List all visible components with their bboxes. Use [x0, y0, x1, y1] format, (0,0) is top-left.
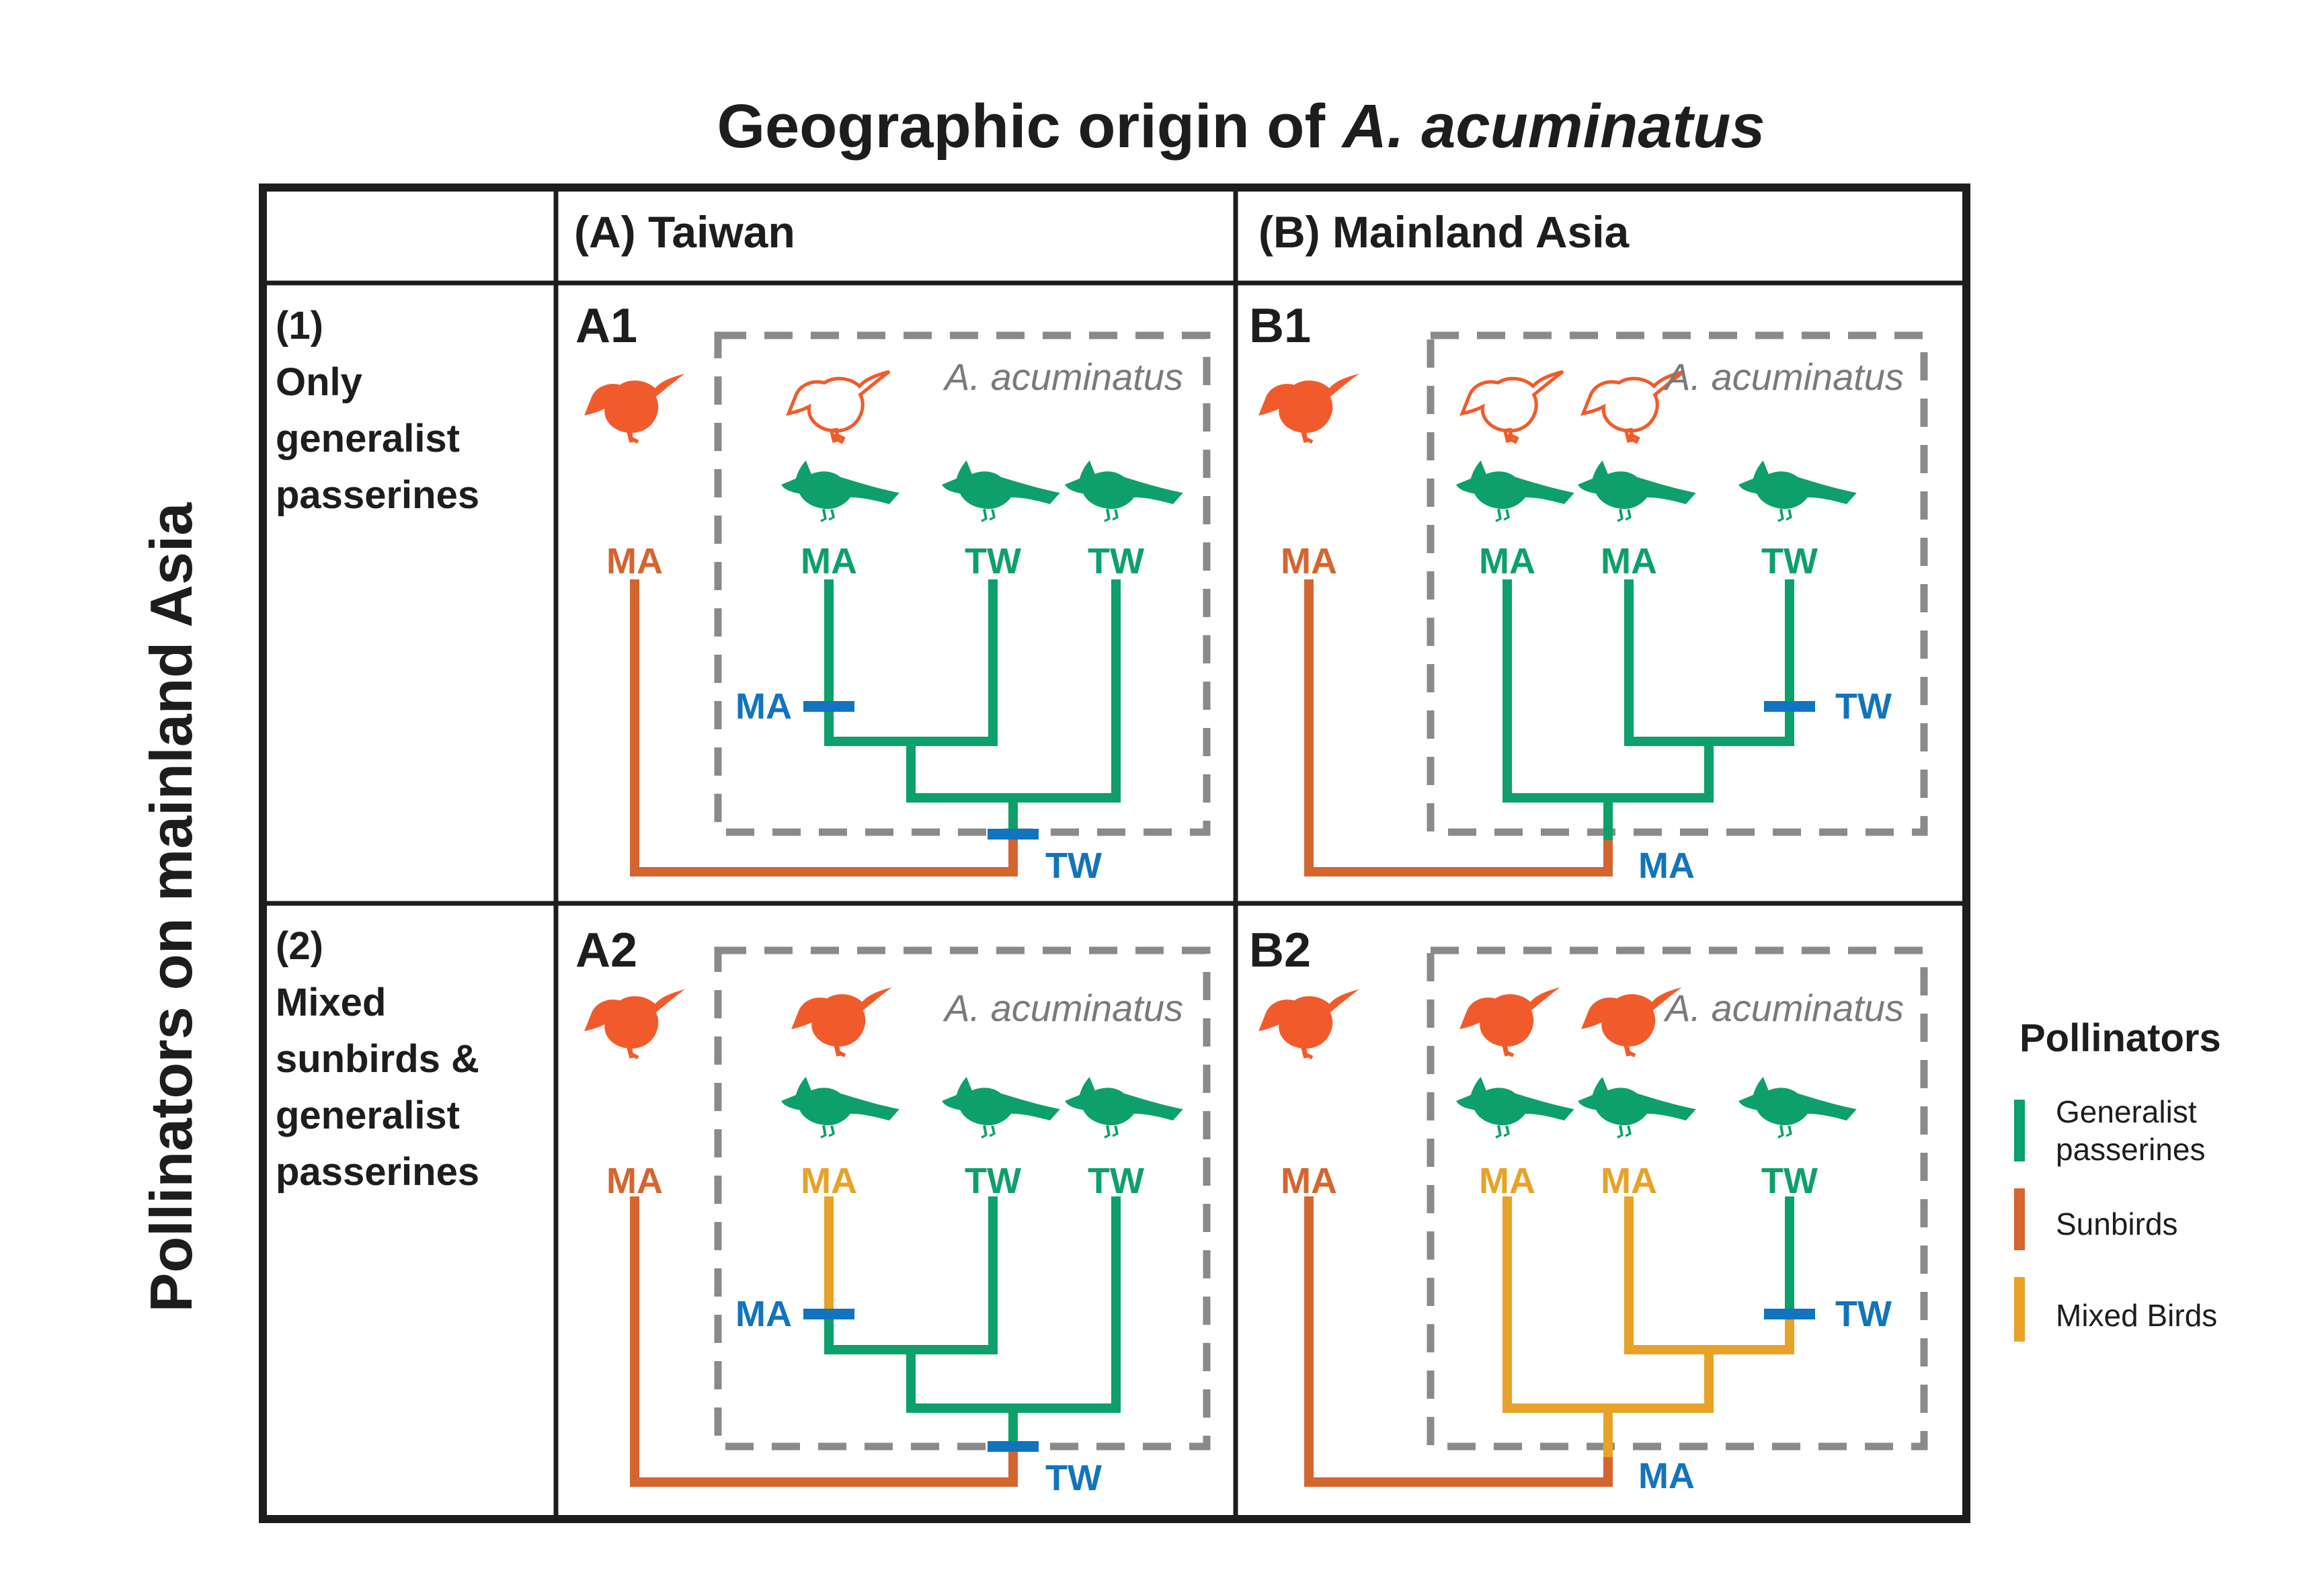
species-box-label: A. acuminatus: [1665, 987, 1904, 1029]
sunbird-icon: [584, 989, 685, 1060]
generalist-passerine-icon: [1456, 460, 1574, 522]
sunbird-icon: [1581, 987, 1682, 1058]
title-prefix: Geographic origin of: [717, 92, 1343, 161]
panel-label-A2: A2: [575, 924, 638, 977]
state-change-label: TW: [1045, 1458, 1102, 1498]
tip-label: MA: [1479, 1161, 1535, 1201]
sunbird-outline-icon: [785, 370, 891, 444]
species-dashed-box: [714, 946, 1211, 1451]
outgroup-tip-label: MA: [1281, 1161, 1337, 1201]
generalist-passerine-icon: [1578, 460, 1696, 522]
species-dashed-box: [1427, 946, 1928, 1451]
state-change-tick: [988, 829, 1039, 840]
table-border: [259, 183, 1970, 1523]
legend-title: Pollinators: [2019, 1016, 2221, 1060]
state-change-tick: [1764, 1309, 1815, 1319]
generalist-passerine-icon: [1065, 1077, 1183, 1139]
species-box-label: A. acuminatus: [945, 356, 1183, 398]
column-header-mainland-asia: (B) Mainland Asia: [1258, 207, 1630, 257]
tip-label: MA: [1601, 1161, 1657, 1201]
tip-label: MA: [801, 541, 857, 581]
row-label-line: sunbirds &: [276, 1037, 479, 1081]
row-label-1: (1) Only generalist passerines: [276, 298, 545, 524]
generalist-passerine-icon: [1738, 460, 1857, 522]
generalist-passerine-icon: [942, 1077, 1060, 1139]
sunbird-icon: [1258, 373, 1359, 444]
legend-swatch-mixed-birds: [2014, 1277, 2025, 1342]
state-change-label: MA: [735, 686, 792, 727]
state-change-label: MA: [1638, 846, 1695, 886]
tip-label: MA: [1479, 541, 1535, 581]
tip-label: TW: [965, 541, 1021, 581]
state-change-label: TW: [1835, 1294, 1892, 1334]
legend-swatch-generalist-passerines: [2014, 1100, 2025, 1161]
outgroup-tip-label: MA: [606, 1161, 663, 1201]
y-axis-label: Pollinators on mainland Asia: [138, 502, 204, 1313]
state-change-label: MA: [1638, 1456, 1695, 1496]
panel-label-B2: B2: [1249, 924, 1312, 977]
panel-label-B1: B1: [1249, 299, 1312, 353]
generalist-passerine-icon: [781, 1077, 899, 1139]
outgroup-tip-label: MA: [1281, 541, 1337, 581]
generalist-passerine-icon: [781, 460, 899, 522]
row-label-2: (2) Mixed sunbirds & generalist passerines: [276, 918, 545, 1200]
generalist-passerine-icon: [1456, 1077, 1574, 1139]
legend-swatch-sunbirds: [2014, 1188, 2025, 1250]
sunbird-icon: [791, 987, 892, 1058]
sunbird-icon: [1258, 989, 1359, 1060]
tip-label: TW: [1761, 541, 1818, 581]
row-label-line: generalist: [276, 417, 460, 460]
generalist-passerine-icon: [942, 460, 1060, 522]
tip-label: TW: [1088, 541, 1144, 581]
row-label-line: passerines: [276, 473, 480, 517]
sunbird-icon: [1459, 987, 1560, 1058]
legend-label-mixed-birds: Mixed Birds: [2056, 1298, 2218, 1333]
legend-label-generalist-passerines: Generalist passerines: [2056, 1094, 2206, 1167]
state-change-label: TW: [1045, 846, 1102, 886]
sunbird-outline-icon: [1580, 370, 1685, 444]
column-header-taiwan: (A) Taiwan: [574, 207, 795, 257]
figure-title: Geographic origin of A. acuminatus: [703, 91, 1779, 162]
legend-label-sunbirds: Sunbirds: [2056, 1207, 2178, 1241]
panel-label-A1: A1: [575, 299, 638, 353]
tip-label: TW: [965, 1161, 1021, 1201]
sunbird-outline-icon: [1459, 370, 1564, 444]
state-change-tick: [1764, 701, 1815, 712]
generalist-passerine-icon: [1738, 1077, 1857, 1139]
tip-label: TW: [1761, 1161, 1818, 1201]
sunbird-icon: [584, 373, 685, 444]
row-label-line: Only: [276, 360, 362, 404]
species-box-label: A. acuminatus: [1665, 356, 1904, 398]
row-label-line: (1): [276, 304, 323, 348]
outgroup-tip-label: MA: [606, 541, 663, 581]
tip-label: MA: [801, 1161, 857, 1201]
row-label-line: generalist: [276, 1094, 460, 1137]
row-label-line: passerines: [276, 1150, 480, 1194]
generalist-passerine-icon: [1065, 460, 1183, 522]
tip-label: TW: [1088, 1161, 1144, 1201]
state-change-label: MA: [735, 1294, 792, 1334]
species-dashed-box: [714, 331, 1211, 836]
state-change-tick: [988, 1441, 1039, 1452]
generalist-passerine-icon: [1578, 1077, 1696, 1139]
row-label-line: Mixed: [276, 981, 387, 1024]
species-dashed-box: [1427, 331, 1928, 836]
state-change-tick: [803, 701, 854, 712]
title-species-name: A. acuminatus: [1342, 92, 1765, 161]
state-change-tick: [803, 1309, 854, 1319]
row-label-line: (2): [276, 924, 323, 968]
species-box-label: A. acuminatus: [945, 987, 1183, 1029]
tip-label: MA: [1601, 541, 1657, 581]
state-change-label: TW: [1835, 686, 1892, 727]
